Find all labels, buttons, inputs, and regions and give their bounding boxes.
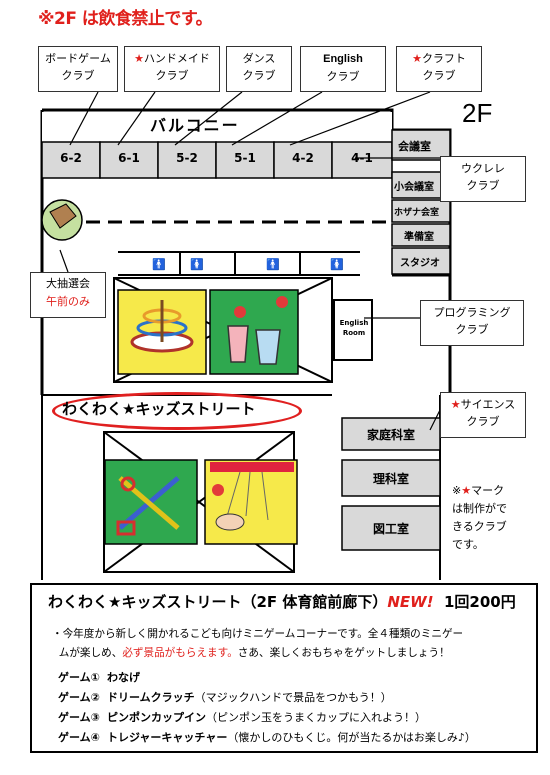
- room-studio: スタジオ: [400, 258, 440, 269]
- room-hosanna: ホザナ会室: [394, 208, 440, 218]
- club-handmade-label: ★ハンドメイドクラブ: [124, 46, 220, 92]
- room-6-2: 6-2: [60, 151, 82, 165]
- room-4-1: 4-1: [351, 151, 373, 165]
- room-small-meeting: 小会議室: [394, 182, 434, 193]
- game-4: ゲーム④ トレジャーキャッチャー（懐かしのひもくじ。何が当たるかはお楽しみ♪）: [58, 731, 476, 744]
- kids-street-info: わくわく★キッズストリート（2F 体育館前廊下）NEW! 1回200円 ・今年度…: [30, 583, 538, 753]
- game-3: ゲーム③ ピンポンカップイン（ピンポン玉をうまくカップに入れよう！）: [58, 711, 426, 724]
- room-6-1: 6-1: [118, 151, 140, 165]
- svg-text:🚺: 🚺: [330, 258, 344, 271]
- lottery-icon: [41, 199, 83, 241]
- lottery-label: 大抽選会午前のみ: [30, 272, 106, 318]
- room-meeting: 会議室: [398, 140, 431, 153]
- floor-title: 2F: [462, 98, 493, 128]
- club-ukulele-label: ウクレレクラブ: [440, 156, 526, 202]
- club-programming-label: プログラミングクラブ: [420, 300, 524, 346]
- craft-note: ※★マーク は制作がで きるクラブ です。: [452, 484, 507, 551]
- svg-text:🚹: 🚹: [266, 258, 280, 271]
- room-home-economics: 家庭科室: [366, 428, 415, 442]
- club-boardgame-label: ボードゲームクラブ: [38, 46, 118, 92]
- magic-hand-illustration: [116, 476, 180, 536]
- balcony-label: バルコニー: [150, 116, 240, 135]
- game-1: ゲーム① わなげ: [58, 671, 140, 684]
- room-prep: 準備室: [404, 232, 434, 243]
- club-craft-label: ★クラフトクラブ: [396, 46, 482, 92]
- kids-street-label: わくわく★キッズストリート: [62, 400, 256, 418]
- svg-text:🚺: 🚺: [190, 258, 204, 271]
- game-2: ゲーム② ドリームクラッチ（マジックハンドで景品をつかもう！）: [58, 691, 392, 704]
- room-art: 図工室: [372, 522, 409, 536]
- club-dance-label: ダンスクラブ: [226, 46, 292, 92]
- room-4-2: 4-2: [292, 151, 314, 165]
- info-title: わくわく★キッズストリート（2F 体育館前廊下）NEW! 1回200円: [48, 593, 516, 611]
- room-science: 理科室: [372, 472, 409, 486]
- ring-toss-illustration: [130, 300, 194, 353]
- kids-street-oval: [52, 392, 302, 430]
- room-5-1: 5-1: [234, 151, 256, 165]
- room-5-2: 5-2: [176, 151, 198, 165]
- treasure-catcher-illustration: [210, 462, 294, 531]
- info-body: ・今年度から新しく開かれるこども向けミニゲームコーナーです。全４種類のミニゲー …: [52, 628, 464, 659]
- no-food-warning: ※2F は飲食禁止です。: [38, 9, 213, 29]
- svg-text:🚹: 🚹: [152, 258, 166, 271]
- cup-in-illustration: [227, 296, 288, 365]
- club-science-label: ★サイエンスクラブ: [440, 392, 526, 438]
